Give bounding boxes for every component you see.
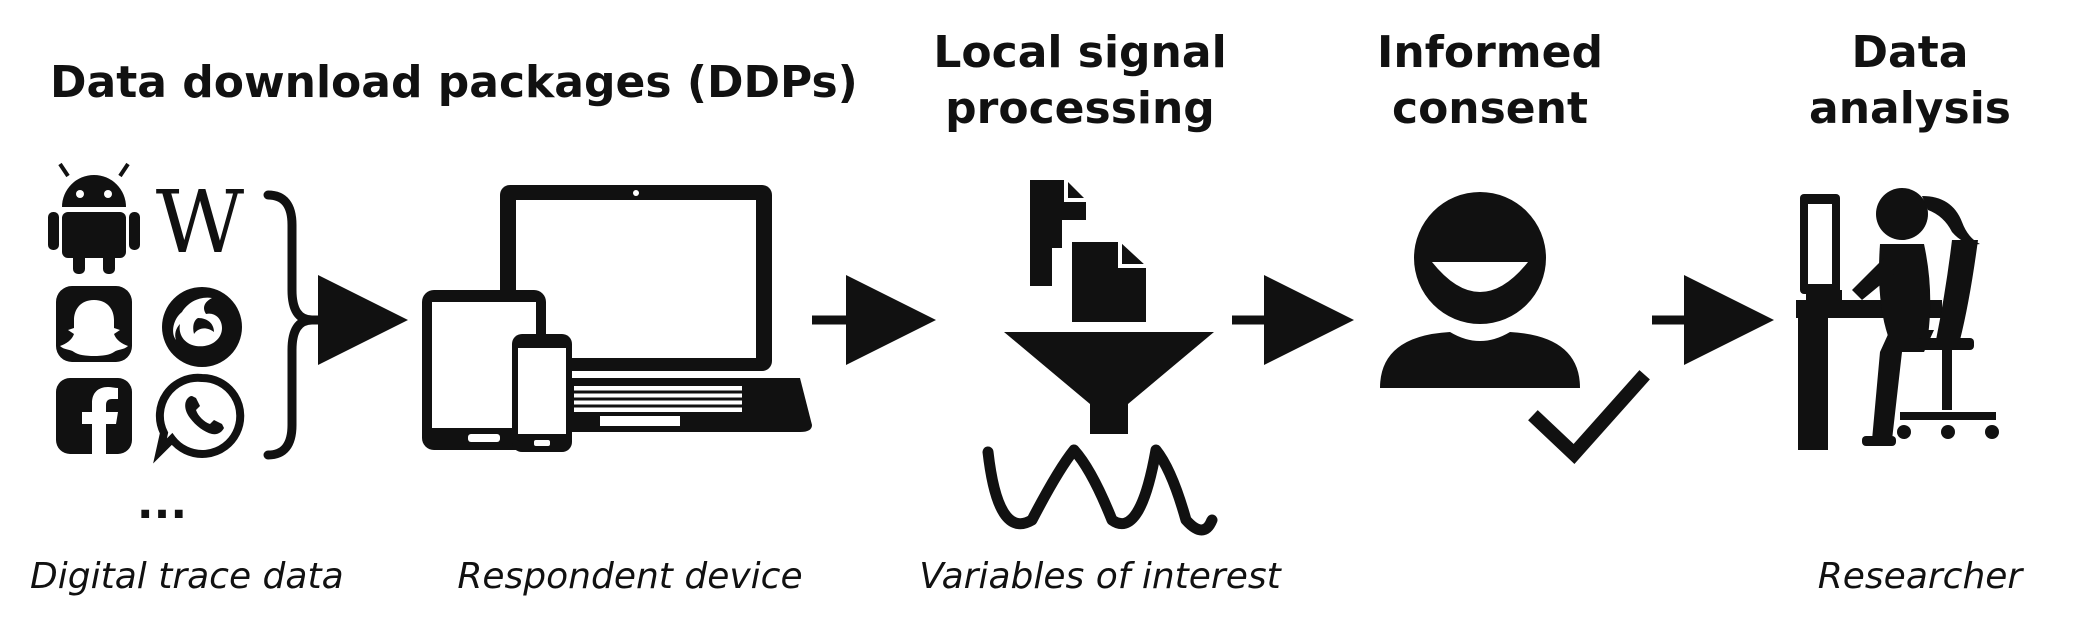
funnel-icon bbox=[1004, 332, 1214, 434]
caption-researcher: Researcher bbox=[1800, 555, 2040, 599]
heading-consent-line1: Informed bbox=[1377, 27, 1603, 78]
heading-consent-line2: consent bbox=[1391, 83, 1589, 134]
firefox-icon bbox=[162, 287, 242, 367]
caption-trace-text: Digital trace data bbox=[30, 556, 344, 597]
person-consent-icon bbox=[1380, 192, 1580, 388]
caption-device: Respondent device bbox=[450, 555, 810, 599]
more-sources-ellipsis: ... bbox=[137, 478, 187, 529]
caption-variables-text: Variables of interest bbox=[919, 556, 1281, 597]
heading-local-processing-line2: processing bbox=[945, 83, 1215, 134]
researcher-at-desk-icon bbox=[1796, 188, 1999, 450]
heading-ddp: Data download packages (DDPs) bbox=[50, 55, 858, 111]
curly-brace bbox=[263, 190, 313, 460]
laptop-icon bbox=[458, 185, 812, 432]
phone-icon bbox=[512, 334, 572, 452]
heading-local-processing: Local signal processing bbox=[930, 25, 1230, 137]
checkmark-icon bbox=[1528, 370, 1650, 465]
heading-analysis-line1: Data bbox=[1851, 27, 1969, 78]
android-icon bbox=[48, 162, 140, 274]
documents-icon bbox=[1030, 180, 1146, 322]
caption-researcher-text: Researcher bbox=[1817, 556, 2023, 597]
signal-wave-icon bbox=[982, 444, 1218, 536]
heading-analysis-line2: analysis bbox=[1809, 83, 2011, 134]
heading-consent: Informed consent bbox=[1360, 25, 1620, 137]
whatsapp-icon bbox=[153, 373, 245, 464]
heading-local-processing-line1: Local signal bbox=[933, 27, 1227, 78]
caption-variables: Variables of interest bbox=[910, 555, 1290, 599]
wikipedia-glyph: W bbox=[156, 173, 245, 273]
snapchat-icon bbox=[56, 286, 132, 362]
caption-device-text: Respondent device bbox=[457, 556, 803, 597]
wikipedia-icon: W bbox=[156, 173, 245, 273]
heading-analysis: Data analysis bbox=[1790, 25, 2030, 137]
facebook-icon bbox=[56, 378, 132, 454]
caption-trace: Digital trace data bbox=[30, 555, 344, 599]
heading-ddp-text: Data download packages (DDPs) bbox=[50, 57, 858, 108]
